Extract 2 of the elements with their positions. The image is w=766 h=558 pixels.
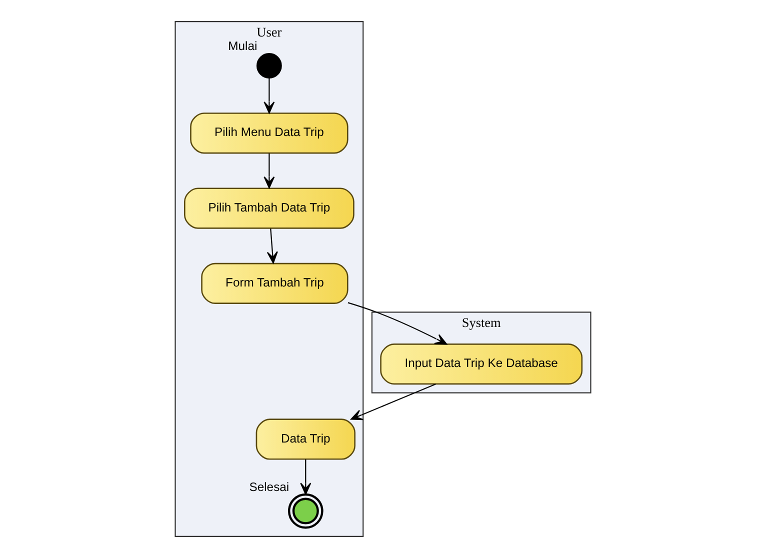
node-label: Mulai	[228, 39, 258, 54]
node-label: Selesai	[249, 480, 290, 494]
